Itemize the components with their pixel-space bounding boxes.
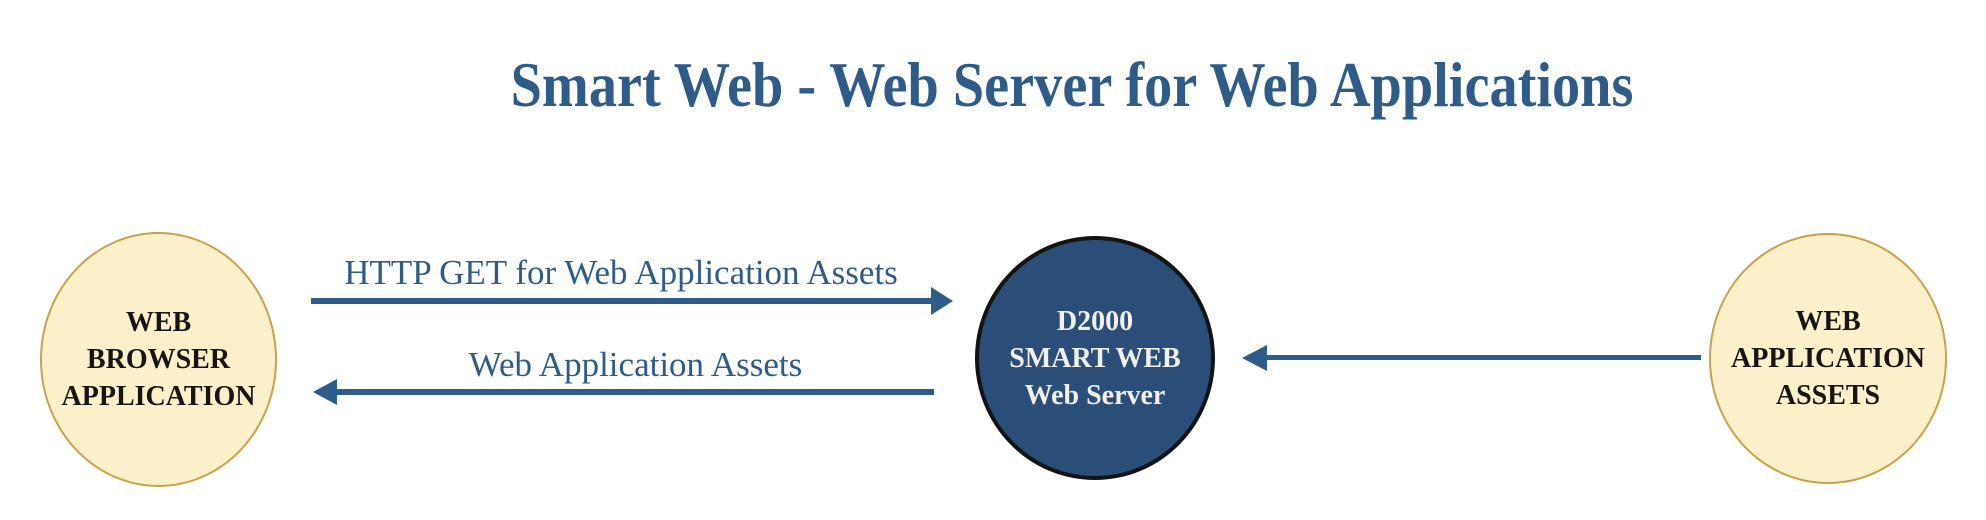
node-label-line: WEB: [1795, 306, 1861, 337]
http-get-arrow-label: HTTP GET for Web Application Assets: [344, 253, 898, 292]
node-web-browser-application: WEB BROWSER APPLICATION: [40, 232, 277, 487]
node-d2000-smart-web-server: D2000 SMART WEB Web Server: [975, 236, 1215, 480]
node-label-line: ASSETS: [1775, 380, 1881, 411]
node-web-application-assets: WEB APPLICATION ASSETS: [1709, 233, 1947, 484]
node-label-line: APPLICATION: [1731, 343, 1925, 374]
arrowhead-right-icon: [931, 287, 953, 315]
node-label-line: APPLICATION: [61, 381, 256, 412]
assets-response-arrow-shaft: [337, 389, 934, 395]
arrowhead-left-icon: [1242, 345, 1267, 371]
http-get-arrow-shaft: [311, 298, 931, 304]
node-label-line: D2000: [1056, 305, 1134, 337]
assets-response-arrow-label: Web Application Assets: [468, 345, 803, 384]
diagram-title: Smart Web - Web Server for Web Applicati…: [510, 49, 1634, 120]
arrowhead-left-icon: [313, 379, 337, 405]
assets-fetch-arrow-shaft: [1267, 355, 1701, 360]
node-label-line: WEB: [125, 307, 192, 338]
node-label-line: SMART WEB: [1009, 342, 1181, 374]
node-label-line: Web Server: [1024, 379, 1166, 411]
node-label-line: BROWSER: [86, 344, 231, 375]
